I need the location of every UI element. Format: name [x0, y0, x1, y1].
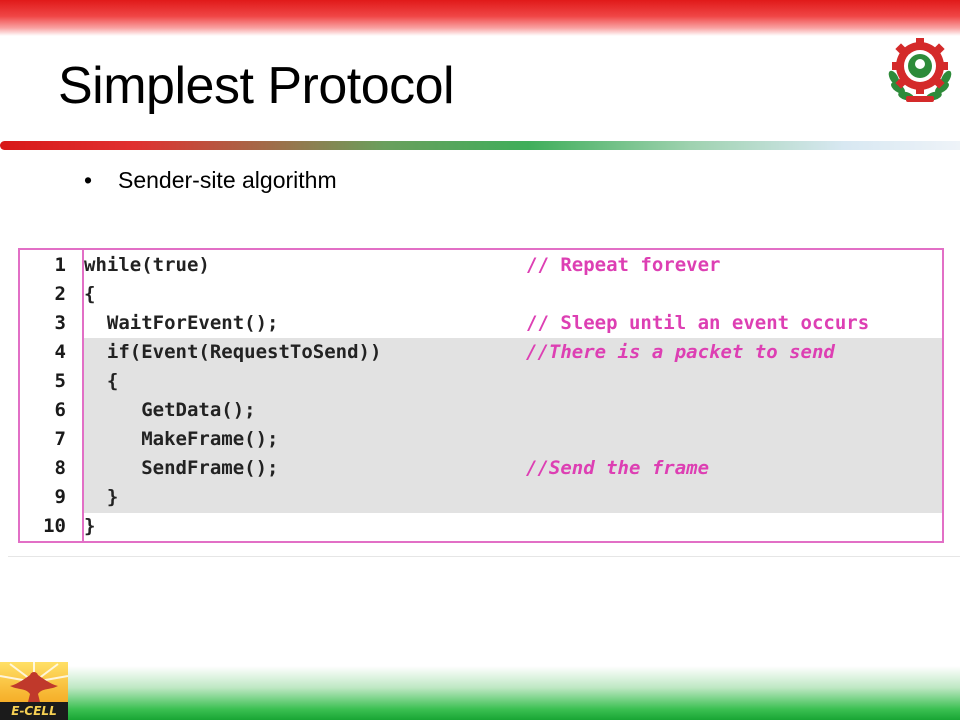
footer-band	[0, 666, 960, 720]
code-statement: }	[84, 515, 96, 537]
code-statement: GetData();	[84, 399, 256, 421]
line-number: 1	[54, 254, 66, 276]
line-number: 5	[54, 370, 66, 392]
slide-title: Simplest Protocol	[58, 57, 455, 115]
code-line: 3 WaitForEvent(); // Sleep until an even…	[20, 309, 942, 338]
code-line: 1 while(true) // Repeat forever	[20, 251, 942, 280]
code-comment: //Send the frame	[526, 457, 710, 479]
code-line: 5 {	[20, 367, 942, 396]
code-comment: // Sleep until an event occurs	[526, 312, 870, 334]
code-line: 10 }	[20, 512, 942, 541]
e-cell-logo-icon: E-CELL	[0, 662, 68, 720]
code-comment: // Repeat forever	[526, 254, 721, 276]
code-statement: }	[84, 486, 119, 508]
code-line: 4 if(Event(RequestToSend)) //There is a …	[20, 338, 942, 367]
institution-seal-icon	[884, 34, 956, 106]
line-number: 6	[54, 399, 66, 421]
line-number-divider	[82, 250, 84, 541]
code-statement: {	[84, 370, 119, 392]
code-statement: SendFrame();	[84, 457, 279, 479]
e-cell-logo-text: E-CELL	[11, 704, 56, 718]
code-line: 9 }	[20, 483, 942, 512]
line-number: 8	[54, 457, 66, 479]
line-number: 7	[54, 428, 66, 450]
code-line: 2 {	[20, 280, 942, 309]
line-number: 3	[54, 312, 66, 334]
code-listing: 1 while(true) // Repeat forever 2 { 3 Wa…	[18, 248, 944, 543]
line-number: 4	[54, 341, 66, 363]
line-number: 10	[43, 515, 66, 537]
title-divider	[0, 141, 960, 150]
code-highlight-block	[84, 338, 942, 513]
line-number: 9	[54, 486, 66, 508]
code-statement: while(true)	[84, 254, 210, 276]
code-statement: {	[84, 283, 96, 305]
line-number: 2	[54, 283, 66, 305]
content-divider	[8, 556, 960, 557]
code-line: 8 SendFrame(); //Send the frame	[20, 454, 942, 483]
code-statement: if(Event(RequestToSend))	[84, 341, 382, 363]
code-statement: WaitForEvent();	[84, 312, 279, 334]
code-line: 7 MakeFrame();	[20, 425, 942, 454]
code-comment: //There is a packet to send	[526, 341, 835, 363]
code-line: 6 GetData();	[20, 396, 942, 425]
header-band	[0, 0, 960, 36]
code-statement: MakeFrame();	[84, 428, 279, 450]
bullet-text: Sender-site algorithm	[118, 167, 337, 193]
bullet-marker: •	[84, 167, 93, 193]
